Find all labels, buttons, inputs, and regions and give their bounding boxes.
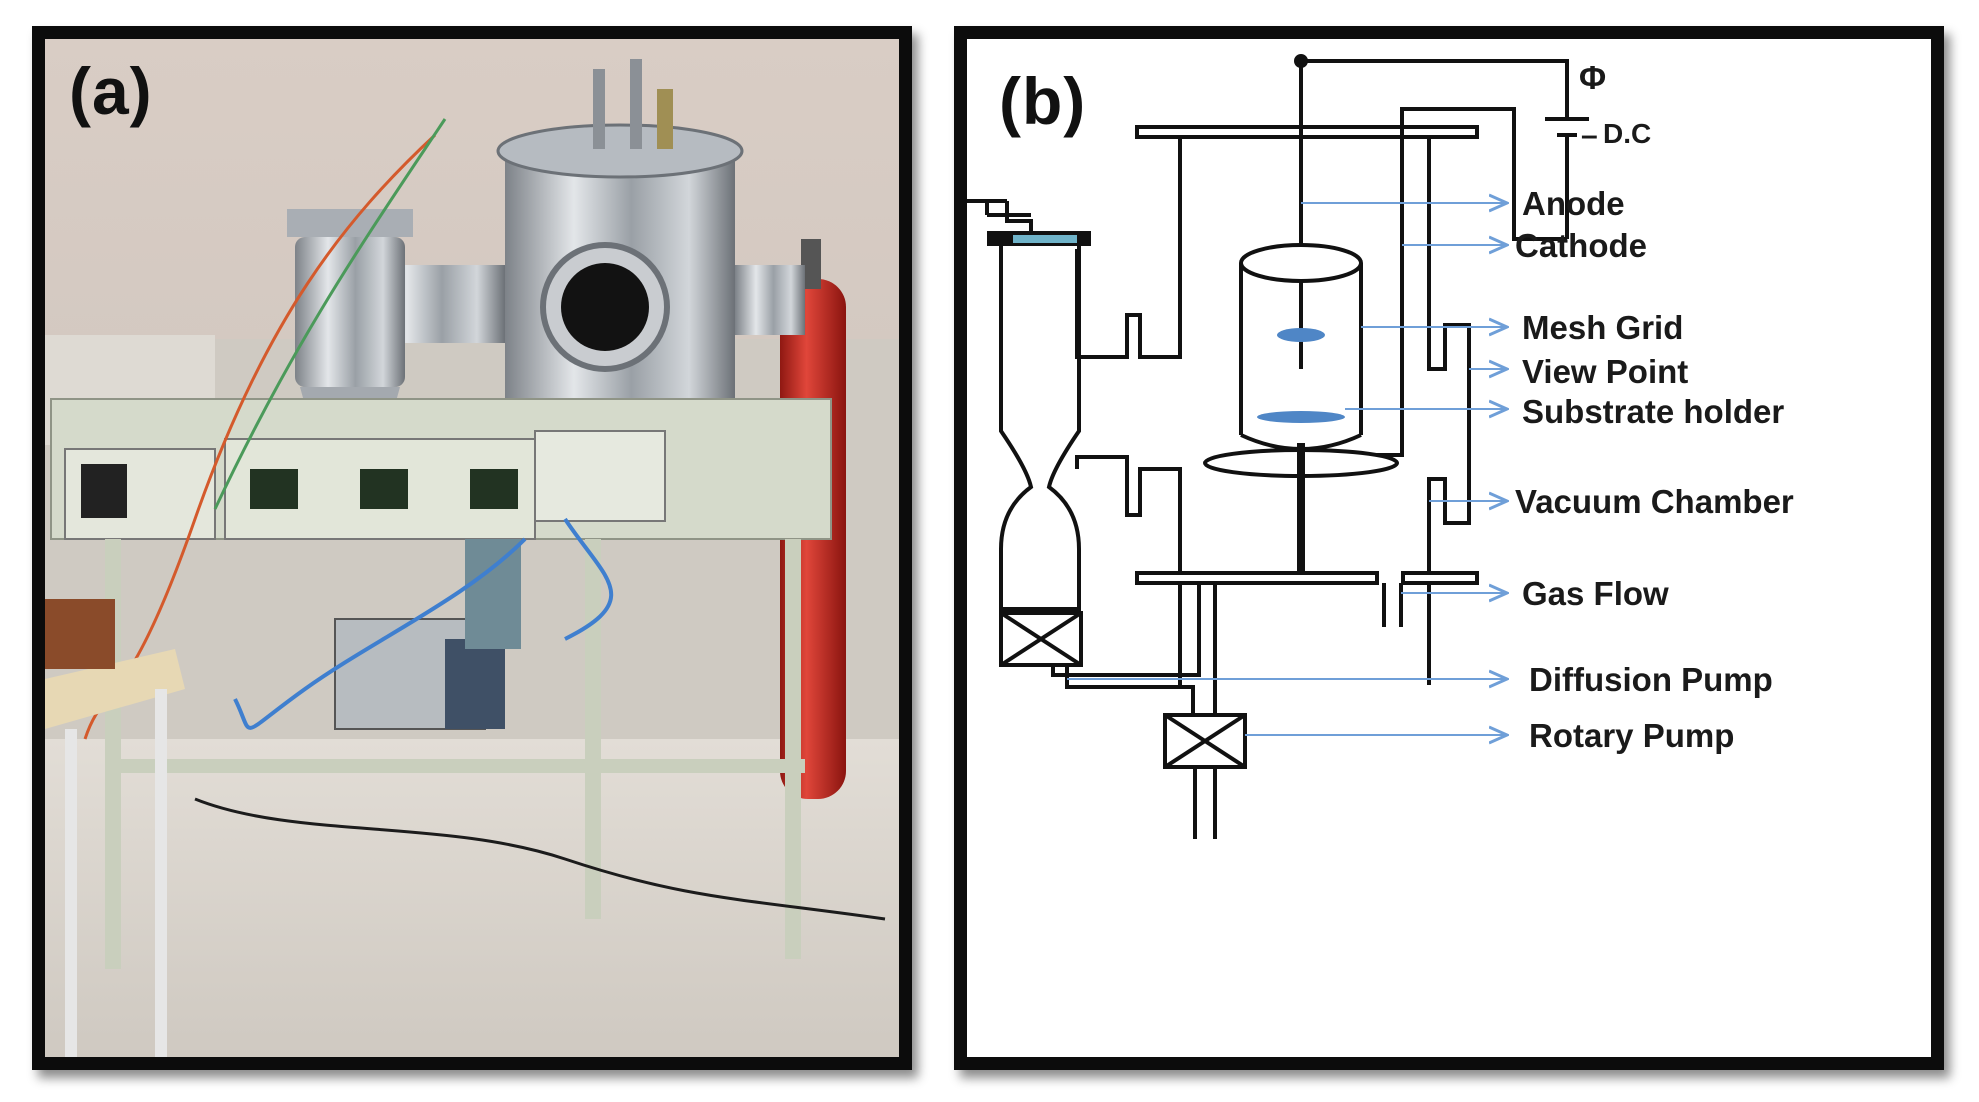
mfc-display-3 (470, 469, 518, 509)
frame-rail (105, 759, 805, 773)
frame-leg-right (785, 539, 801, 959)
schematic-diagram: Φ – D.C Anode Cathode Mesh Grid View Poi… (967, 54, 1794, 839)
dc-label: D.C (1603, 118, 1651, 149)
stool-leg-1 (65, 729, 77, 1057)
frame-leg-mid (585, 539, 601, 919)
stool-top (45, 649, 185, 729)
dp-inlet-top (1005, 201, 1033, 235)
dp-valve-cross-2 (999, 611, 1083, 667)
floor (45, 739, 899, 1057)
label-vacuum-chamber: Vacuum Chamber (1515, 483, 1794, 520)
cylinder-top (1239, 243, 1363, 283)
gate-valve (295, 237, 405, 387)
foreline-aux (1053, 675, 1199, 715)
feedthrough-3 (657, 89, 673, 149)
mesh-grid-disc (1277, 328, 1325, 342)
rp-valve-cross-2 (1163, 713, 1247, 769)
feedthrough-1 (593, 69, 605, 149)
foreline-outer (1051, 583, 1201, 677)
dc-minus-sign: – (1581, 119, 1598, 152)
cable-green (213, 118, 447, 510)
label-substrate-holder: Substrate holder (1522, 393, 1784, 430)
anode-wire (1301, 59, 1569, 119)
bottom-plate-right (1401, 571, 1479, 585)
label-rotary-pump: Rotary Pump (1529, 717, 1734, 754)
pump-motor (445, 639, 505, 729)
switch-panel (534, 430, 666, 522)
left-wall-upper (1075, 137, 1182, 359)
dp-flange-highlight (1013, 235, 1077, 243)
cable-blue (233, 537, 527, 730)
valve-cap (287, 209, 413, 237)
label-anode: Anode (1522, 185, 1625, 222)
label-mesh-grid: Mesh Grid (1522, 309, 1683, 346)
label-cathode: Cathode (1515, 227, 1647, 264)
top-plate (1135, 125, 1479, 139)
cathode-wire (1367, 107, 1567, 457)
panel-a-label: (a) (69, 54, 153, 128)
substrate-disc (1257, 411, 1345, 423)
coil (45, 599, 115, 669)
chamber-walls (967, 54, 1589, 839)
diagram-panel: Φ – D.C Anode Cathode Mesh Grid View Poi… (954, 26, 1944, 1070)
dc-plus-symbol: Φ (1579, 59, 1606, 96)
photo-panel: (a) (32, 26, 912, 1070)
wire-junction (1294, 54, 1308, 68)
equipment-photo (45, 39, 899, 1057)
cable-blue-2 (563, 517, 614, 641)
feedthrough-2 (630, 59, 642, 149)
mfc-display-2 (360, 469, 408, 509)
cable-black (194, 797, 886, 921)
label-gas-flow: Gas Flow (1522, 575, 1669, 612)
extinguisher-valve (801, 239, 821, 289)
gas-cylinder (465, 539, 521, 649)
pointer-lines (1067, 203, 1507, 735)
label-diffusion-pump: Diffusion Pump (1529, 661, 1773, 698)
panel-b-label: (b) (999, 64, 1087, 138)
right-port (735, 265, 805, 335)
right-wall (1427, 137, 1471, 685)
foreline-inner (1065, 665, 1195, 715)
chamber-top-flange (496, 123, 744, 179)
meter-display (81, 464, 127, 518)
left-wall-lower (1075, 455, 1182, 685)
label-view-point: View Point (1522, 353, 1688, 390)
mfc-display-1 (250, 469, 298, 509)
bottom-plate-left (1135, 571, 1379, 585)
diffusion-pump-body (999, 244, 1081, 611)
stool-leg-2 (155, 689, 167, 1057)
viewport-window (561, 263, 649, 351)
